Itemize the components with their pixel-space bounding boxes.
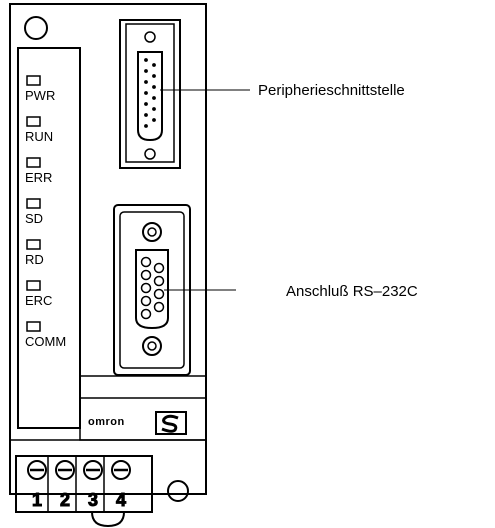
led-lamp [26,198,41,209]
rs232c-pin [140,308,152,320]
peripheral-pin [144,80,148,84]
led-label: COMM [25,334,66,349]
terminal-1: 1 [27,456,49,512]
rs232c-pin [153,288,165,300]
led-rd: RD [25,239,44,267]
peripheral-screw-bottom [144,148,156,160]
terminal-screw-icon [27,460,47,480]
rs232c-pin [140,256,152,268]
peripheral-pin [144,113,148,117]
top-mount-hole [24,16,48,40]
led-label: RUN [25,129,53,144]
s-mark-icon [161,414,179,433]
led-erc: ERC [25,280,52,308]
led-lamp [26,239,41,250]
led-lamp [26,280,41,291]
led-lamp [26,157,41,168]
cable-loop [91,511,125,528]
terminal-block-frame [15,455,153,513]
led-indicators: PWR RUN ERR SD RD ERC COMM [25,75,66,349]
peripheral-pin [152,85,156,89]
peripheral-pin [152,63,156,67]
terminal-number: 1 [32,490,42,510]
brand-logo: omron [88,416,125,428]
led-lamp [26,321,41,332]
bottom-mount-hole [167,480,189,502]
rs232c-pins [140,256,165,320]
peripheral-port-bracket [119,19,181,169]
rs232c-pin [140,282,152,294]
peripheral-callout-label: Peripherieschnittstelle [258,82,405,99]
callouts: Peripherieschnittstelle Anschluß RS–232C [160,82,418,300]
terminal-number: 2 [60,490,70,510]
peripheral-pin [144,58,148,62]
led-pwr: PWR [25,75,55,103]
peripheral-pins [144,58,156,128]
led-run: RUN [25,116,53,144]
led-label: ERC [25,293,52,308]
peripheral-pin [152,107,156,111]
led-lamp [26,116,41,127]
s-mark-box [155,411,187,435]
rs232c-screw-top [142,222,162,242]
brand-area: omron [88,411,187,435]
led-err: ERR [25,157,52,185]
housing-outline [9,3,207,495]
terminal-4: 4 [111,460,131,511]
rs232c-screw-bottom [142,336,162,356]
peripheral-pin [144,102,148,106]
led-label: SD [25,211,43,226]
led-label: RD [25,252,44,267]
terminal-screw-icon [55,460,75,480]
peripheral-pin [144,124,148,128]
led-lamp [26,75,41,86]
led-label: ERR [25,170,52,185]
terminal-number: 3 [88,490,98,510]
led-sd: SD [25,198,43,226]
rs232c-pin [153,262,165,274]
peripheral-pin [144,91,148,95]
led-comm: COMM [25,321,66,349]
rs232c-screw-top-inner [147,227,157,237]
peripheral-port [119,19,181,169]
label-plate [79,397,207,441]
peripheral-pin [152,74,156,78]
peripheral-connector-shell [137,51,163,142]
peripheral-pin [144,69,148,73]
terminal-3: 3 [83,456,105,512]
rs232c-pin [153,275,165,287]
led-label: PWR [25,88,55,103]
rs232c-callout-label: Anschluß RS–232C [286,283,418,300]
rs232c-screw-bottom-inner [147,341,157,351]
peripheral-pin [152,96,156,100]
terminal-2: 2 [55,456,77,512]
peripheral-pin [152,118,156,122]
rs232c-pin [140,295,152,307]
terminal-number: 4 [116,490,126,510]
rs232c-pin [140,269,152,281]
terminal-screw-icon [111,460,131,480]
terminal-screw-icon [83,460,103,480]
led-panel [17,47,81,429]
peripheral-screw-top [144,31,156,43]
peripheral-port-frame [125,23,175,163]
rs232c-pin [153,301,165,313]
